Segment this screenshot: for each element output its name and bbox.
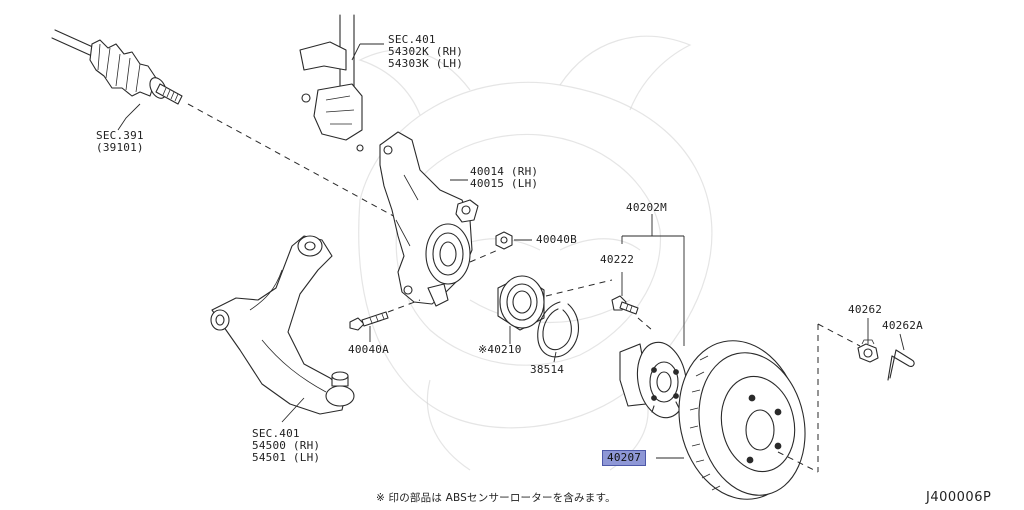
callout-knuckle-line2: 40015 (LH) bbox=[470, 177, 539, 190]
callout-40040b: 40040B bbox=[536, 233, 577, 246]
snap-ring bbox=[537, 301, 580, 358]
callout-sec401-strut-line3: 54303K (LH) bbox=[388, 57, 464, 70]
callout-sec401-arm: SEC.401 54500 (RH) 54501 (LH) bbox=[252, 428, 320, 464]
callout-sec401-arm-line3: 54501 (LH) bbox=[252, 451, 321, 464]
footnote: ※ 印の部品は ABSセンサーローターを含みます。 bbox=[376, 492, 616, 504]
wheel-bearing bbox=[497, 275, 545, 331]
callout-40262a: 40262A bbox=[882, 319, 923, 332]
alignment-lines bbox=[387, 249, 861, 473]
watermark-emblem bbox=[358, 35, 713, 471]
callout-40222: 40222 bbox=[600, 253, 635, 266]
callout-40210: ※40210 bbox=[478, 343, 522, 356]
callout-sec391-line1: SEC.391 bbox=[96, 129, 144, 142]
cotter-pin bbox=[887, 349, 915, 381]
callout-sec401-strut-line2: 54302K (RH) bbox=[388, 45, 464, 58]
wheel-hub bbox=[619, 341, 688, 419]
callout-sec401-strut-line1: SEC.401 bbox=[388, 33, 436, 46]
drive-shaft bbox=[51, 29, 411, 226]
callout-40207-highlighted[interactable]: 40207 bbox=[602, 450, 647, 466]
strut-bracket bbox=[299, 14, 364, 152]
brake-rotor bbox=[678, 340, 806, 500]
nut-40262 bbox=[857, 339, 879, 363]
callout-knuckle: 40014 (RH) 40015 (LH) bbox=[470, 166, 538, 190]
callout-sec391-line2: (39101) bbox=[96, 141, 144, 154]
callout-knuckle-line1: 40014 (RH) bbox=[470, 165, 539, 178]
bolt-40040a bbox=[349, 311, 389, 331]
callout-38514: 38514 bbox=[530, 363, 565, 376]
callout-40202m: 40202M bbox=[626, 201, 667, 214]
nut-40040b bbox=[495, 231, 513, 250]
callout-sec391: SEC.391 (39101) bbox=[96, 130, 144, 154]
drawing-code: J400006P bbox=[926, 490, 992, 505]
callout-sec401-arm-line1: SEC.401 bbox=[252, 427, 300, 440]
lower-control-arm bbox=[210, 235, 355, 415]
leader-lines bbox=[117, 43, 905, 459]
callout-sec401-strut: SEC.401 54302K (RH) 54303K (LH) bbox=[388, 34, 463, 70]
hub-bolt bbox=[611, 295, 639, 315]
callout-40040a: 40040A bbox=[348, 343, 389, 356]
steering-knuckle bbox=[379, 131, 479, 307]
callout-sec401-arm-line2: 54500 (RH) bbox=[252, 439, 321, 452]
callout-40262: 40262 bbox=[848, 303, 883, 316]
